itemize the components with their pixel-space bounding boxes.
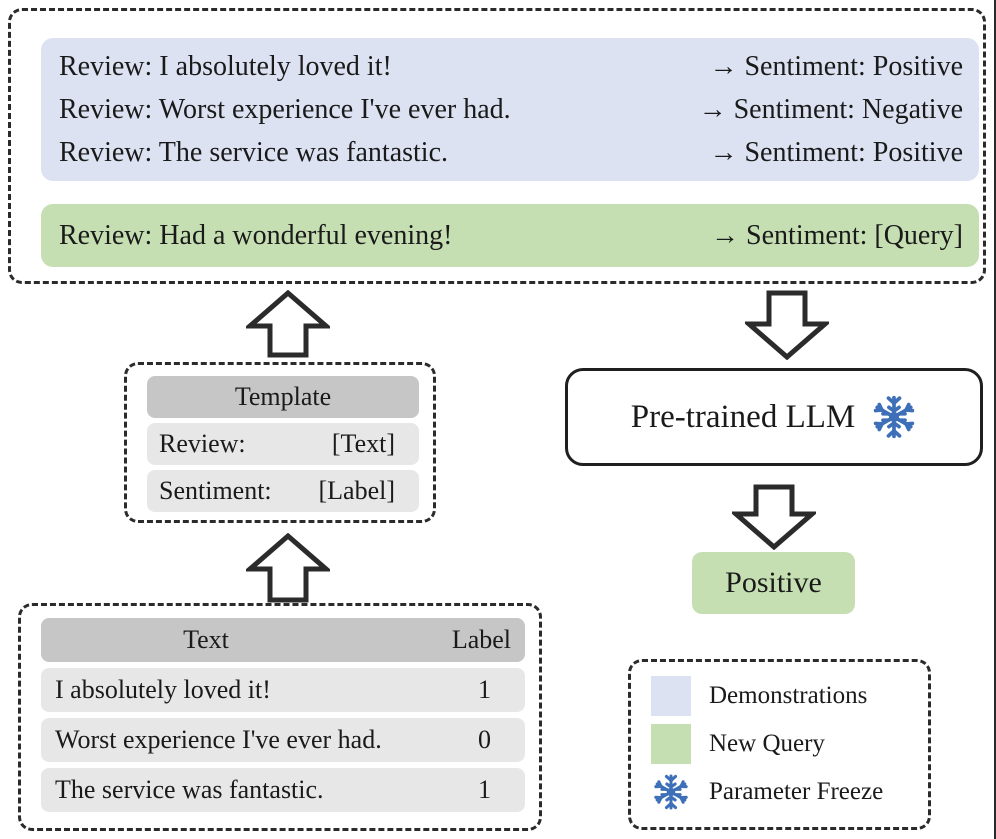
template-header: Template <box>147 376 419 418</box>
legend-label: Parameter Freeze <box>709 778 884 805</box>
demo-review-text: Review: I absolutely loved it! <box>59 51 392 82</box>
new-query-box: Review: Had a wonderful evening! → Senti… <box>41 204 979 267</box>
legend-panel: Demonstrations New Query <box>628 659 931 830</box>
dataset-panel: Text Label I absolutely loved it! 1 Wors… <box>18 603 542 831</box>
table-row: The service was fantastic. 1 <box>41 768 525 812</box>
demonstration-row: Review: The service was fantastic. → Sen… <box>41 131 979 174</box>
demo-sentiment-text: → Sentiment: Negative <box>698 94 963 125</box>
prompt-panel: Review: I absolutely loved it! → Sentime… <box>8 8 986 284</box>
demonstration-row: Review: I absolutely loved it! → Sentime… <box>41 45 979 88</box>
template-row: Review: [Text] <box>147 423 419 465</box>
demo-review-text: Review: The service was fantastic. <box>59 137 449 168</box>
table-row: I absolutely loved it! 1 <box>41 668 525 712</box>
template-row-key: Review: <box>159 429 246 458</box>
template-row: Sentiment: [Label] <box>147 470 419 512</box>
legend-label: New Query <box>709 730 825 757</box>
template-panel: Template Review: [Text] Sentiment: [Labe… <box>124 362 436 523</box>
table-row: Worst experience I've ever had. 0 <box>41 718 525 762</box>
snowflake-icon <box>651 772 691 812</box>
arrow-template-to-prompt-icon <box>246 290 330 358</box>
pretrained-llm-label: Pre-trained LLM <box>630 398 856 435</box>
template-row-value: [Text] <box>331 429 395 458</box>
query-row: Review: Had a wonderful evening! → Senti… <box>41 204 979 267</box>
legend-swatch-demonstrations <box>651 676 691 716</box>
legend-label: Demonstrations <box>709 682 868 709</box>
cell-label: 0 <box>478 725 491 754</box>
query-review-text: Review: Had a wonderful evening! <box>59 220 453 251</box>
arrow-prompt-to-llm-icon <box>745 288 829 360</box>
cell-text: The service was fantastic. <box>55 775 324 804</box>
demo-sentiment-text: → Sentiment: Positive <box>709 137 963 168</box>
cell-label: 1 <box>478 775 491 804</box>
column-header-label: Label <box>451 625 511 654</box>
legend-item-parameter-freeze: Parameter Freeze <box>651 770 883 814</box>
demo-sentiment-text: → Sentiment: Positive <box>709 51 963 82</box>
demo-review-text: Review: Worst experience I've ever had. <box>59 94 511 125</box>
output-box: Positive <box>692 552 855 614</box>
cell-label: 1 <box>478 675 491 704</box>
cell-text: I absolutely loved it! <box>55 675 271 704</box>
arrow-dataset-to-template-icon <box>246 533 330 603</box>
legend-item-new-query: New Query <box>651 722 825 766</box>
demonstration-row: Review: Worst experience I've ever had. … <box>41 88 979 131</box>
table-header-row: Text Label <box>41 618 525 662</box>
template-row-value: [Label] <box>318 476 395 505</box>
arrow-llm-to-output-icon <box>732 484 816 550</box>
query-sentiment-text: → Sentiment: [Query] <box>711 220 963 251</box>
column-header-text: Text <box>183 625 229 654</box>
legend-swatch-new-query <box>651 724 691 764</box>
template-row-key: Sentiment: <box>159 476 272 505</box>
snowflake-icon <box>871 394 917 440</box>
pretrained-llm-box: Pre-trained LLM <box>565 368 983 466</box>
cell-text: Worst experience I've ever had. <box>55 725 382 754</box>
legend-item-demonstrations: Demonstrations <box>651 674 867 718</box>
demonstrations-box: Review: I absolutely loved it! → Sentime… <box>41 38 979 181</box>
